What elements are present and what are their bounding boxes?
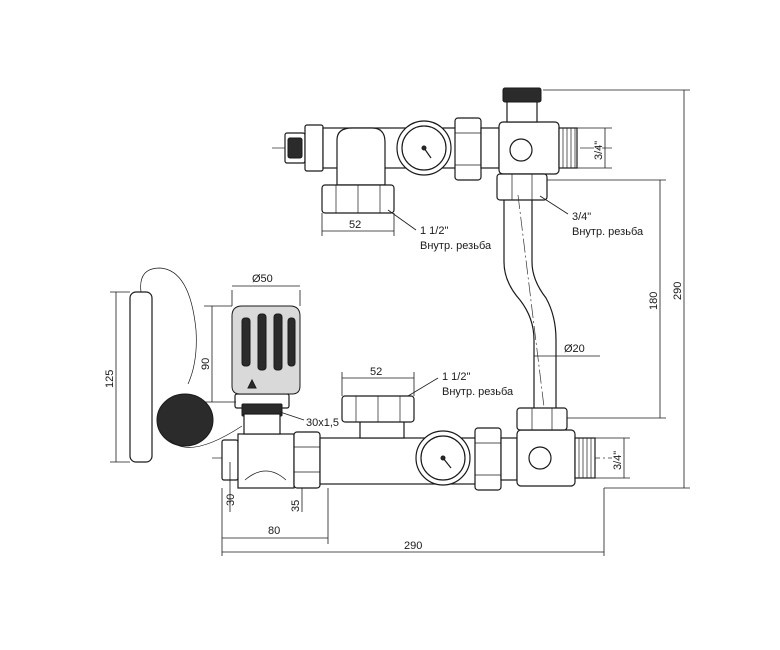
thermostatic-head	[231, 305, 301, 435]
bottom-inlet-thread-note: Внутр. резьба	[442, 386, 514, 398]
bottom-assembly	[212, 395, 612, 491]
top-right-outlet-label: 3/4"	[593, 141, 605, 160]
connecting-pipe	[503, 194, 557, 416]
pipe-height-label: 180	[648, 292, 660, 310]
top-inlet-thread-label: 1 1/2"	[420, 225, 448, 237]
head-height-label: 90	[200, 358, 212, 370]
left-height-label: 30	[225, 494, 237, 506]
left-offset-label: 35	[290, 500, 302, 512]
left-length-label: 80	[268, 525, 280, 537]
total-height-label: 290	[672, 282, 684, 300]
top-assembly	[272, 87, 612, 214]
bottom-right-outlet-label: 3/4"	[612, 451, 624, 470]
head-thread-label: 30x1,5	[306, 417, 339, 429]
total-length-label: 290	[404, 540, 422, 552]
head-diameter-label: Ø50	[252, 273, 273, 285]
bottom-mixer-width-label: 52	[370, 366, 382, 378]
bottom-inlet-thread-label: 1 1/2"	[442, 371, 470, 383]
pipe-thread-label: 3/4"	[572, 211, 591, 223]
temperature-sensor	[129, 267, 243, 463]
dimension-labels: 52 1 1/2" Внутр. резьба 3/4" 3/4" Внутр.…	[104, 141, 684, 552]
top-inlet-thread-note: Внутр. резьба	[420, 240, 492, 252]
dimension-lines	[110, 89, 690, 556]
pipe-diameter-label: Ø20	[564, 343, 585, 355]
pipe-thread-note: Внутр. резьба	[572, 226, 644, 238]
top-mixer-width-label: 52	[349, 219, 361, 231]
sensor-length-label: 125	[104, 370, 116, 388]
